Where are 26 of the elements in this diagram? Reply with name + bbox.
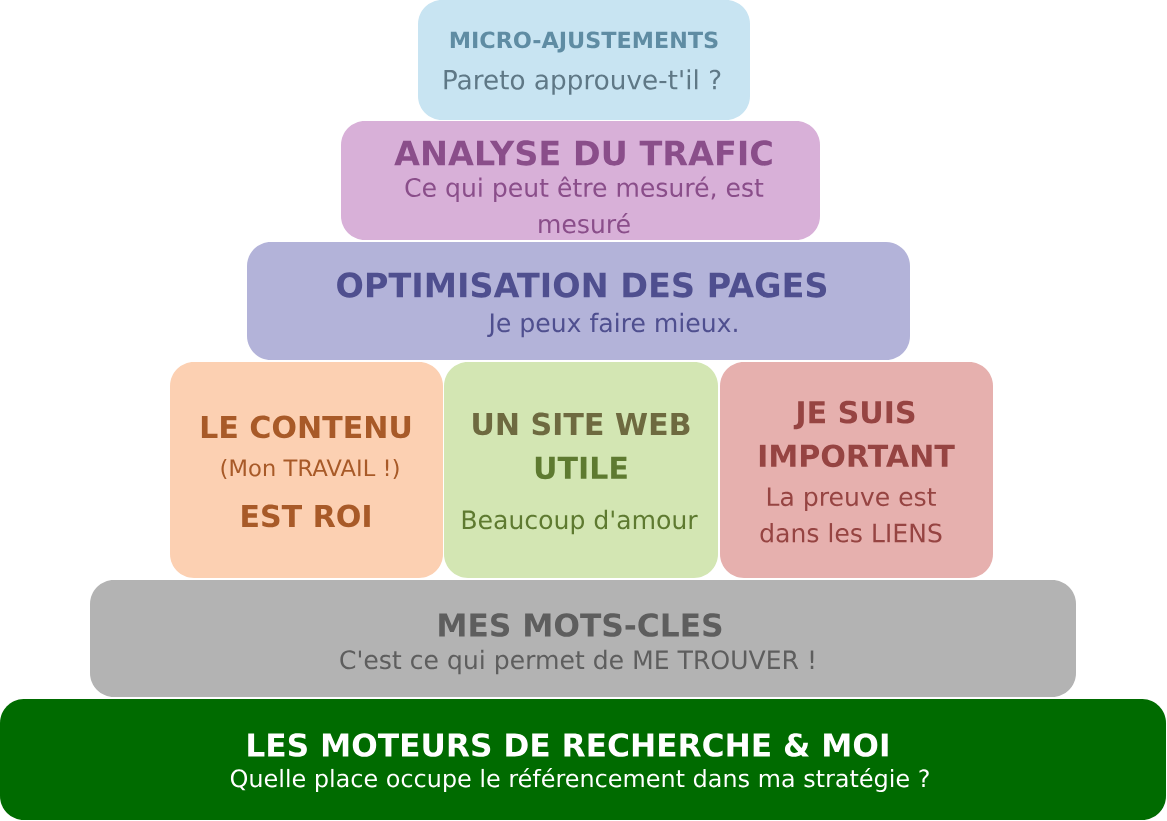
box-text: La preuve est dans les LIENS <box>760 487 942 543</box>
box-text: Beaucoup d'amour <box>462 509 698 535</box>
box-heading: JE SUIS IMPORTANT <box>759 400 955 468</box>
box-text: Je peux faire mieux. <box>487 312 737 338</box>
box-heading: MICRO-AJUSTEMENTS <box>450 31 718 53</box>
pyramid-block <box>444 362 718 578</box>
pyramid-block <box>341 121 820 240</box>
box-text: Pareto approuve-t'il ? <box>444 69 721 95</box>
pyramid-block <box>170 362 443 578</box>
pyramid-block <box>247 242 910 360</box>
pyramid-block <box>90 580 1076 697</box>
box-text: Ce qui peut être mesuré, est mesuré <box>405 176 764 234</box>
box-heading: ANALYSE DU TRAFIC <box>394 140 772 166</box>
box-heading: OPTIMISATION DES PAGES <box>337 272 827 298</box>
box-heading: UN SITE WEB <box>473 412 690 436</box>
box-text: Quelle place occupe le référencement dans ma stratégie ? <box>230 767 929 793</box>
box-text: (Mon TRAVAIL !) <box>221 458 399 480</box>
box-heading: EST ROI <box>242 504 370 528</box>
pyramid-block <box>720 362 993 578</box>
box-heading: MES MOTS-CLES <box>439 613 722 637</box>
box-text: C'est ce qui permet de ME TROUVER ! <box>340 649 814 675</box>
box-heading: LES MOTEURS DE RECHERCHE & MOI <box>248 733 888 757</box>
box-heading: LE CONTENU <box>201 415 411 439</box>
pyramid-block <box>0 699 1166 820</box>
box-heading: UTILE <box>535 456 627 480</box>
pyramid-block <box>418 0 750 120</box>
